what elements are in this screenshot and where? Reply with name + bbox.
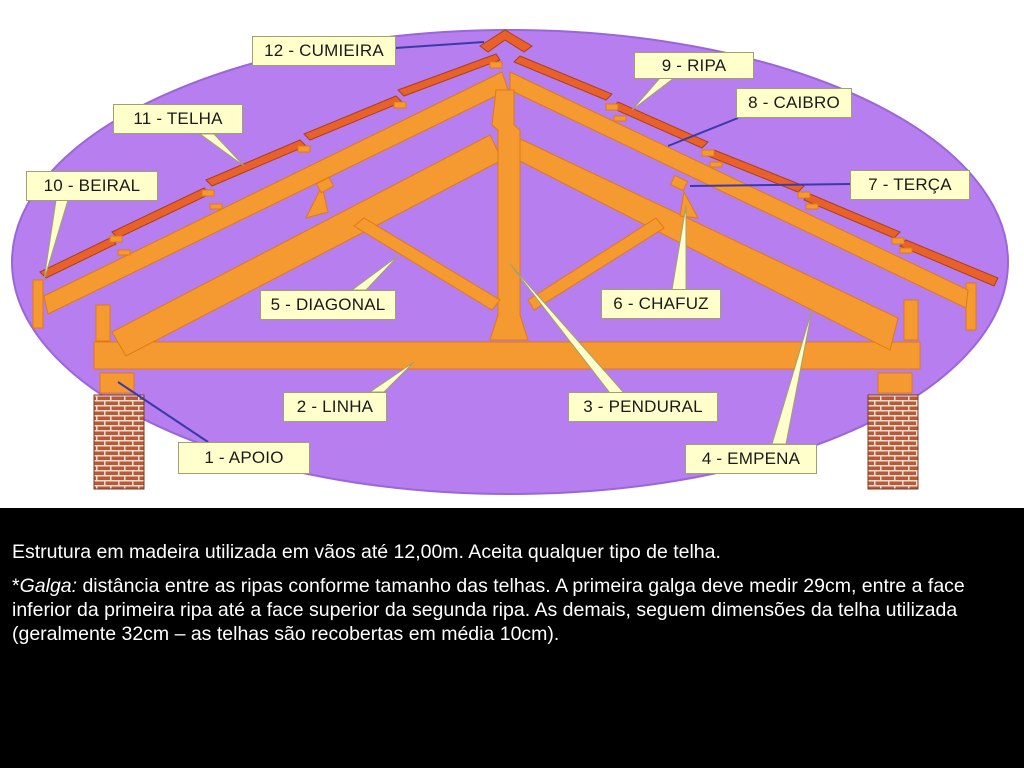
truss-drawing <box>11 29 1009 495</box>
end-post-right <box>903 299 919 341</box>
caption-text: Estrutura em madeira utilizada em vãos a… <box>12 540 1012 656</box>
terca-left <box>315 176 335 194</box>
caption-galga-term: Galga: <box>19 575 78 597</box>
label-telha: 11 - TELHA <box>113 104 243 134</box>
label-pendural: 3 - PENDURAL <box>568 392 718 422</box>
linha-beam <box>93 341 921 370</box>
roof-truss-diagram: 12 - CUMIEIRA 11 - TELHA 10 - BEIRAL 9 -… <box>0 0 1024 508</box>
label-linha: 2 - LINHA <box>283 392 387 422</box>
chafuz-left <box>305 184 329 219</box>
diagonal-left <box>353 217 501 311</box>
label-chafuz: 6 - CHAFUZ <box>601 289 721 319</box>
caibro-right <box>509 71 969 309</box>
label-terca: 7 - TERÇA <box>850 170 970 200</box>
label-diagonal: 5 - DIAGONAL <box>260 290 396 320</box>
label-cumieira: 12 - CUMIEIRA <box>252 36 396 66</box>
caption-asterisk: * <box>12 575 20 597</box>
eave-post-left <box>32 279 44 329</box>
label-pointers <box>43 41 851 445</box>
ripas-left <box>109 61 503 256</box>
brick-wall-left <box>93 394 145 490</box>
terca-right <box>669 174 689 192</box>
label-beiral: 10 - BEIRAL <box>26 171 158 201</box>
brick-wall-right <box>867 394 919 490</box>
cumieira-tile <box>479 29 533 53</box>
tiles-left <box>39 53 501 279</box>
ripas-right <box>605 103 913 254</box>
apoio-block-right <box>877 372 913 394</box>
label-apoio: 1 - APOIO <box>178 442 310 474</box>
label-caibro: 8 - CAIBRO <box>736 88 852 118</box>
caption-galga-definition: distância entre as ripas conforme tamanh… <box>12 575 965 645</box>
label-empena: 4 - EMPENA <box>685 444 817 474</box>
diagonal-right <box>527 217 665 311</box>
end-post-left <box>95 304 111 342</box>
chafuz-right <box>679 190 699 219</box>
pendural-post <box>489 89 529 341</box>
tiles-right <box>513 55 999 287</box>
caption-line-1: Estrutura em madeira utilizada em vãos a… <box>12 541 721 563</box>
caption-galga-paragraph: *Galga: distância entre as ripas conform… <box>12 574 1012 646</box>
label-ripa: 9 - RIPA <box>634 52 754 79</box>
